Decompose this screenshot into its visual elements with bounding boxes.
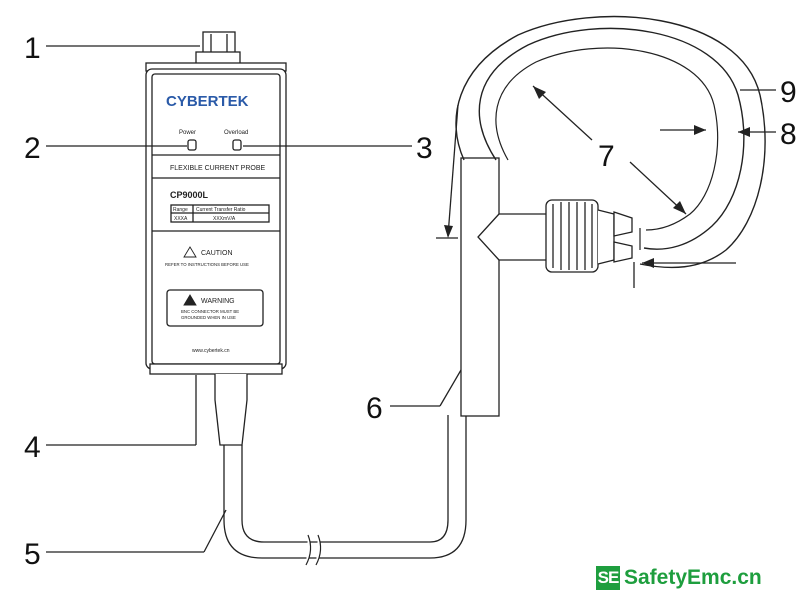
overload-label: Overload — [224, 130, 248, 136]
callout-2: 2 — [24, 132, 41, 165]
model-label: CP9000L — [170, 190, 209, 200]
bnc-connector — [202, 31, 236, 55]
table-header-ratio: Current Transfer Ratio — [196, 207, 246, 213]
rogowski-coil-outer — [478, 27, 745, 250]
table-value-range: XXXA — [174, 216, 188, 222]
warning-text-1: BNC CONNECTOR MUST BE — [181, 309, 239, 314]
table-header-range: Range — [173, 207, 188, 213]
brand-label: CYBERTEK — [166, 93, 249, 110]
cable-outer — [241, 415, 449, 543]
coupling-connector — [545, 199, 599, 273]
warning-title: WARNING — [201, 298, 235, 305]
cable-inner — [223, 415, 467, 559]
callout-3: 3 — [416, 132, 433, 165]
table-value-ratio: XXXmV/A — [213, 216, 236, 222]
strain-relief — [214, 374, 248, 446]
callout-9: 9 — [780, 76, 797, 109]
watermark-logo: SE — [596, 566, 620, 590]
rogowski-coil-inner — [495, 47, 719, 231]
caution-title: CAUTION — [201, 250, 233, 257]
website-label: www.cybertek.cn — [192, 348, 230, 354]
callout-6: 6 — [366, 392, 383, 425]
power-label: Power — [179, 130, 196, 136]
caution-text: REFER TO INSTRUCTIONS BEFORE USE — [165, 262, 249, 267]
warning-text-2: GROUNDED WHEN IN USE — [181, 315, 236, 320]
warning-panel — [166, 289, 264, 327]
callout-8: 8 — [780, 118, 797, 151]
power-led — [187, 139, 197, 151]
sensor-handle — [460, 157, 500, 417]
overload-led — [232, 139, 242, 151]
callout-5: 5 — [24, 538, 41, 571]
watermark-text: SafetyEmc.cn — [624, 566, 762, 589]
caution-icon — [183, 246, 197, 258]
callout-4: 4 — [24, 431, 41, 464]
warning-icon — [183, 294, 197, 306]
product-title: FLEXIBLE CURRENT PROBE — [170, 165, 266, 172]
callout-1: 1 — [24, 32, 41, 65]
callout-7: 7 — [598, 140, 615, 173]
rogowski-coil-outer-sheath — [455, 15, 766, 269]
